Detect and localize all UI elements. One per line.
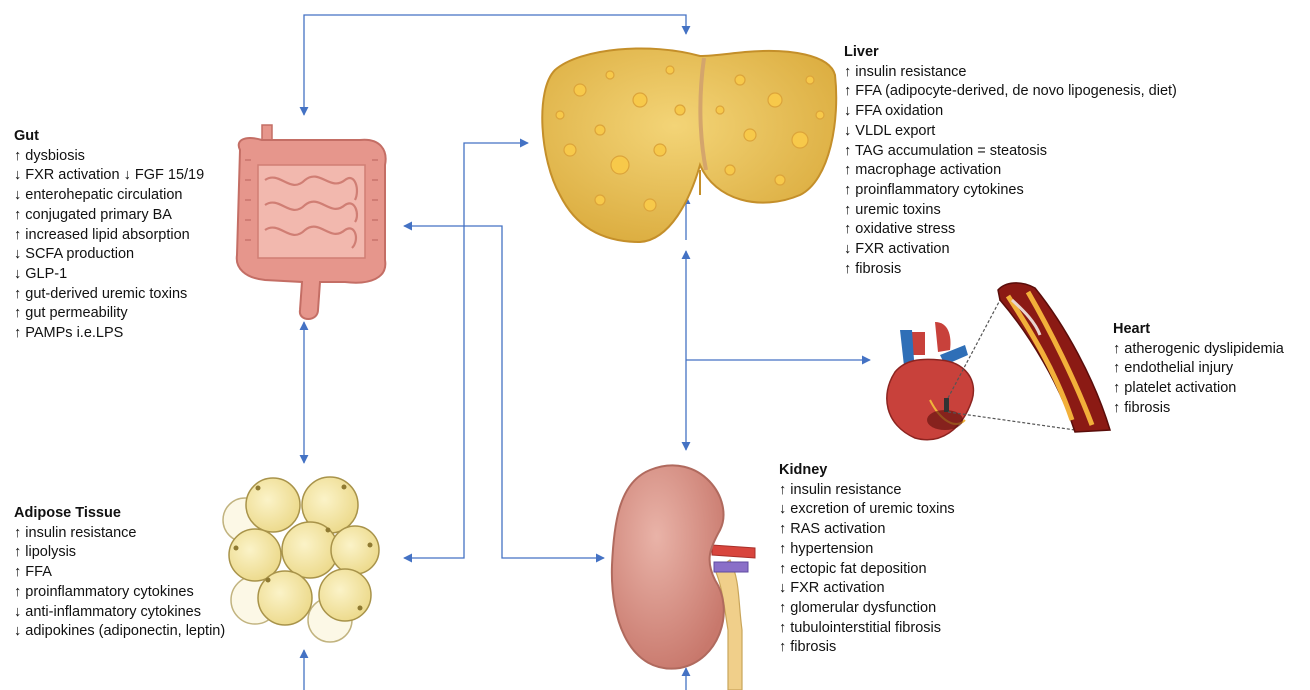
adipose-item: ↓ anti-inflammatory cytokines <box>14 603 225 623</box>
arrow-gut-kidney <box>404 226 604 558</box>
adipose-item: ↓ adipokines (adiponectin, leptin) <box>14 622 225 642</box>
heart-title: Heart <box>1113 320 1284 340</box>
liver-item: ↑ macrophage activation <box>844 161 1177 181</box>
adipose-item: ↑ insulin resistance <box>14 524 225 544</box>
adipose-illustration <box>223 477 379 642</box>
gut-panel: Gut ↑ dysbiosis ↓ FXR activation ↓ FGF 1… <box>14 127 204 344</box>
kidney-item: ↓ excretion of uremic toxins <box>779 500 955 520</box>
gut-item: ↑ PAMPs i.e.LPS <box>14 324 204 344</box>
kidney-list: ↑ insulin resistance ↓ excretion of urem… <box>779 481 955 658</box>
kidney-item: ↑ insulin resistance <box>779 481 955 501</box>
heart-panel: Heart ↑ atherogenic dyslipidemia ↑ endot… <box>1113 320 1284 419</box>
arrow-adipose-liver <box>404 143 528 558</box>
liver-item: ↑ insulin resistance <box>844 63 1177 83</box>
adipose-item: ↑ lipolysis <box>14 543 225 563</box>
gut-item: ↑ gut permeability <box>14 304 204 324</box>
gut-item: ↑ conjugated primary BA <box>14 206 204 226</box>
adipose-panel: Adipose Tissue ↑ insulin resistance ↑ li… <box>14 504 225 642</box>
liver-item: ↑ TAG accumulation = steatosis <box>844 142 1177 162</box>
liver-list: ↑ insulin resistance ↑ FFA (adipocyte-de… <box>844 63 1177 280</box>
liver-item: ↓ FXR activation <box>844 240 1177 260</box>
gut-item: ↑ dysbiosis <box>14 147 204 167</box>
kidney-item: ↑ fibrosis <box>779 638 955 658</box>
gut-item: ↓ GLP-1 <box>14 265 204 285</box>
gut-item: ↑ gut-derived uremic toxins <box>14 285 204 305</box>
gut-list: ↑ dysbiosis ↓ FXR activation ↓ FGF 15/19… <box>14 147 204 344</box>
kidney-item: ↑ glomerular dysfunction <box>779 599 955 619</box>
adipose-item: ↑ FFA <box>14 563 225 583</box>
liver-title: Liver <box>844 43 1177 63</box>
kidney-panel: Kidney ↑ insulin resistance ↓ excretion … <box>779 461 955 658</box>
kidney-title: Kidney <box>779 461 955 481</box>
heart-item: ↑ atherogenic dyslipidemia <box>1113 340 1284 360</box>
gut-title: Gut <box>14 127 204 147</box>
liver-item: ↑ proinflammatory cytokines <box>844 181 1177 201</box>
vessel-illustration <box>998 283 1110 432</box>
liver-item: ↑ FFA (adipocyte-derived, de novo lipoge… <box>844 82 1177 102</box>
kidney-item: ↑ RAS activation <box>779 520 955 540</box>
liver-item: ↑ oxidative stress <box>844 220 1177 240</box>
kidney-item: ↑ tubulointerstitial fibrosis <box>779 619 955 639</box>
kidney-item: ↑ hypertension <box>779 540 955 560</box>
heart-illustration <box>887 322 974 440</box>
gut-item: ↑ increased lipid absorption <box>14 226 204 246</box>
heart-item: ↑ endothelial injury <box>1113 359 1284 379</box>
gut-illustration <box>237 125 386 319</box>
adipose-title: Adipose Tissue <box>14 504 225 524</box>
kidney-illustration <box>612 465 755 690</box>
adipose-item: ↑ proinflammatory cytokines <box>14 583 225 603</box>
heart-list: ↑ atherogenic dyslipidemia ↑ endothelial… <box>1113 340 1284 419</box>
liver-item: ↓ VLDL export <box>844 122 1177 142</box>
gut-item: ↓ FXR activation ↓ FGF 15/19 <box>14 166 204 186</box>
gut-item: ↓ SCFA production <box>14 245 204 265</box>
liver-panel: Liver ↑ insulin resistance ↑ FFA (adipoc… <box>844 43 1177 279</box>
gut-item: ↓ enterohepatic circulation <box>14 186 204 206</box>
liver-illustration <box>542 48 836 242</box>
adipose-list: ↑ insulin resistance ↑ lipolysis ↑ FFA ↑… <box>14 524 225 642</box>
heart-item: ↑ platelet activation <box>1113 379 1284 399</box>
liver-item: ↓ FFA oxidation <box>844 102 1177 122</box>
heart-item: ↑ fibrosis <box>1113 399 1284 419</box>
kidney-item: ↓ FXR activation <box>779 579 955 599</box>
liver-item: ↑ uremic toxins <box>844 201 1177 221</box>
liver-item: ↑ fibrosis <box>844 260 1177 280</box>
kidney-item: ↑ ectopic fat deposition <box>779 560 955 580</box>
